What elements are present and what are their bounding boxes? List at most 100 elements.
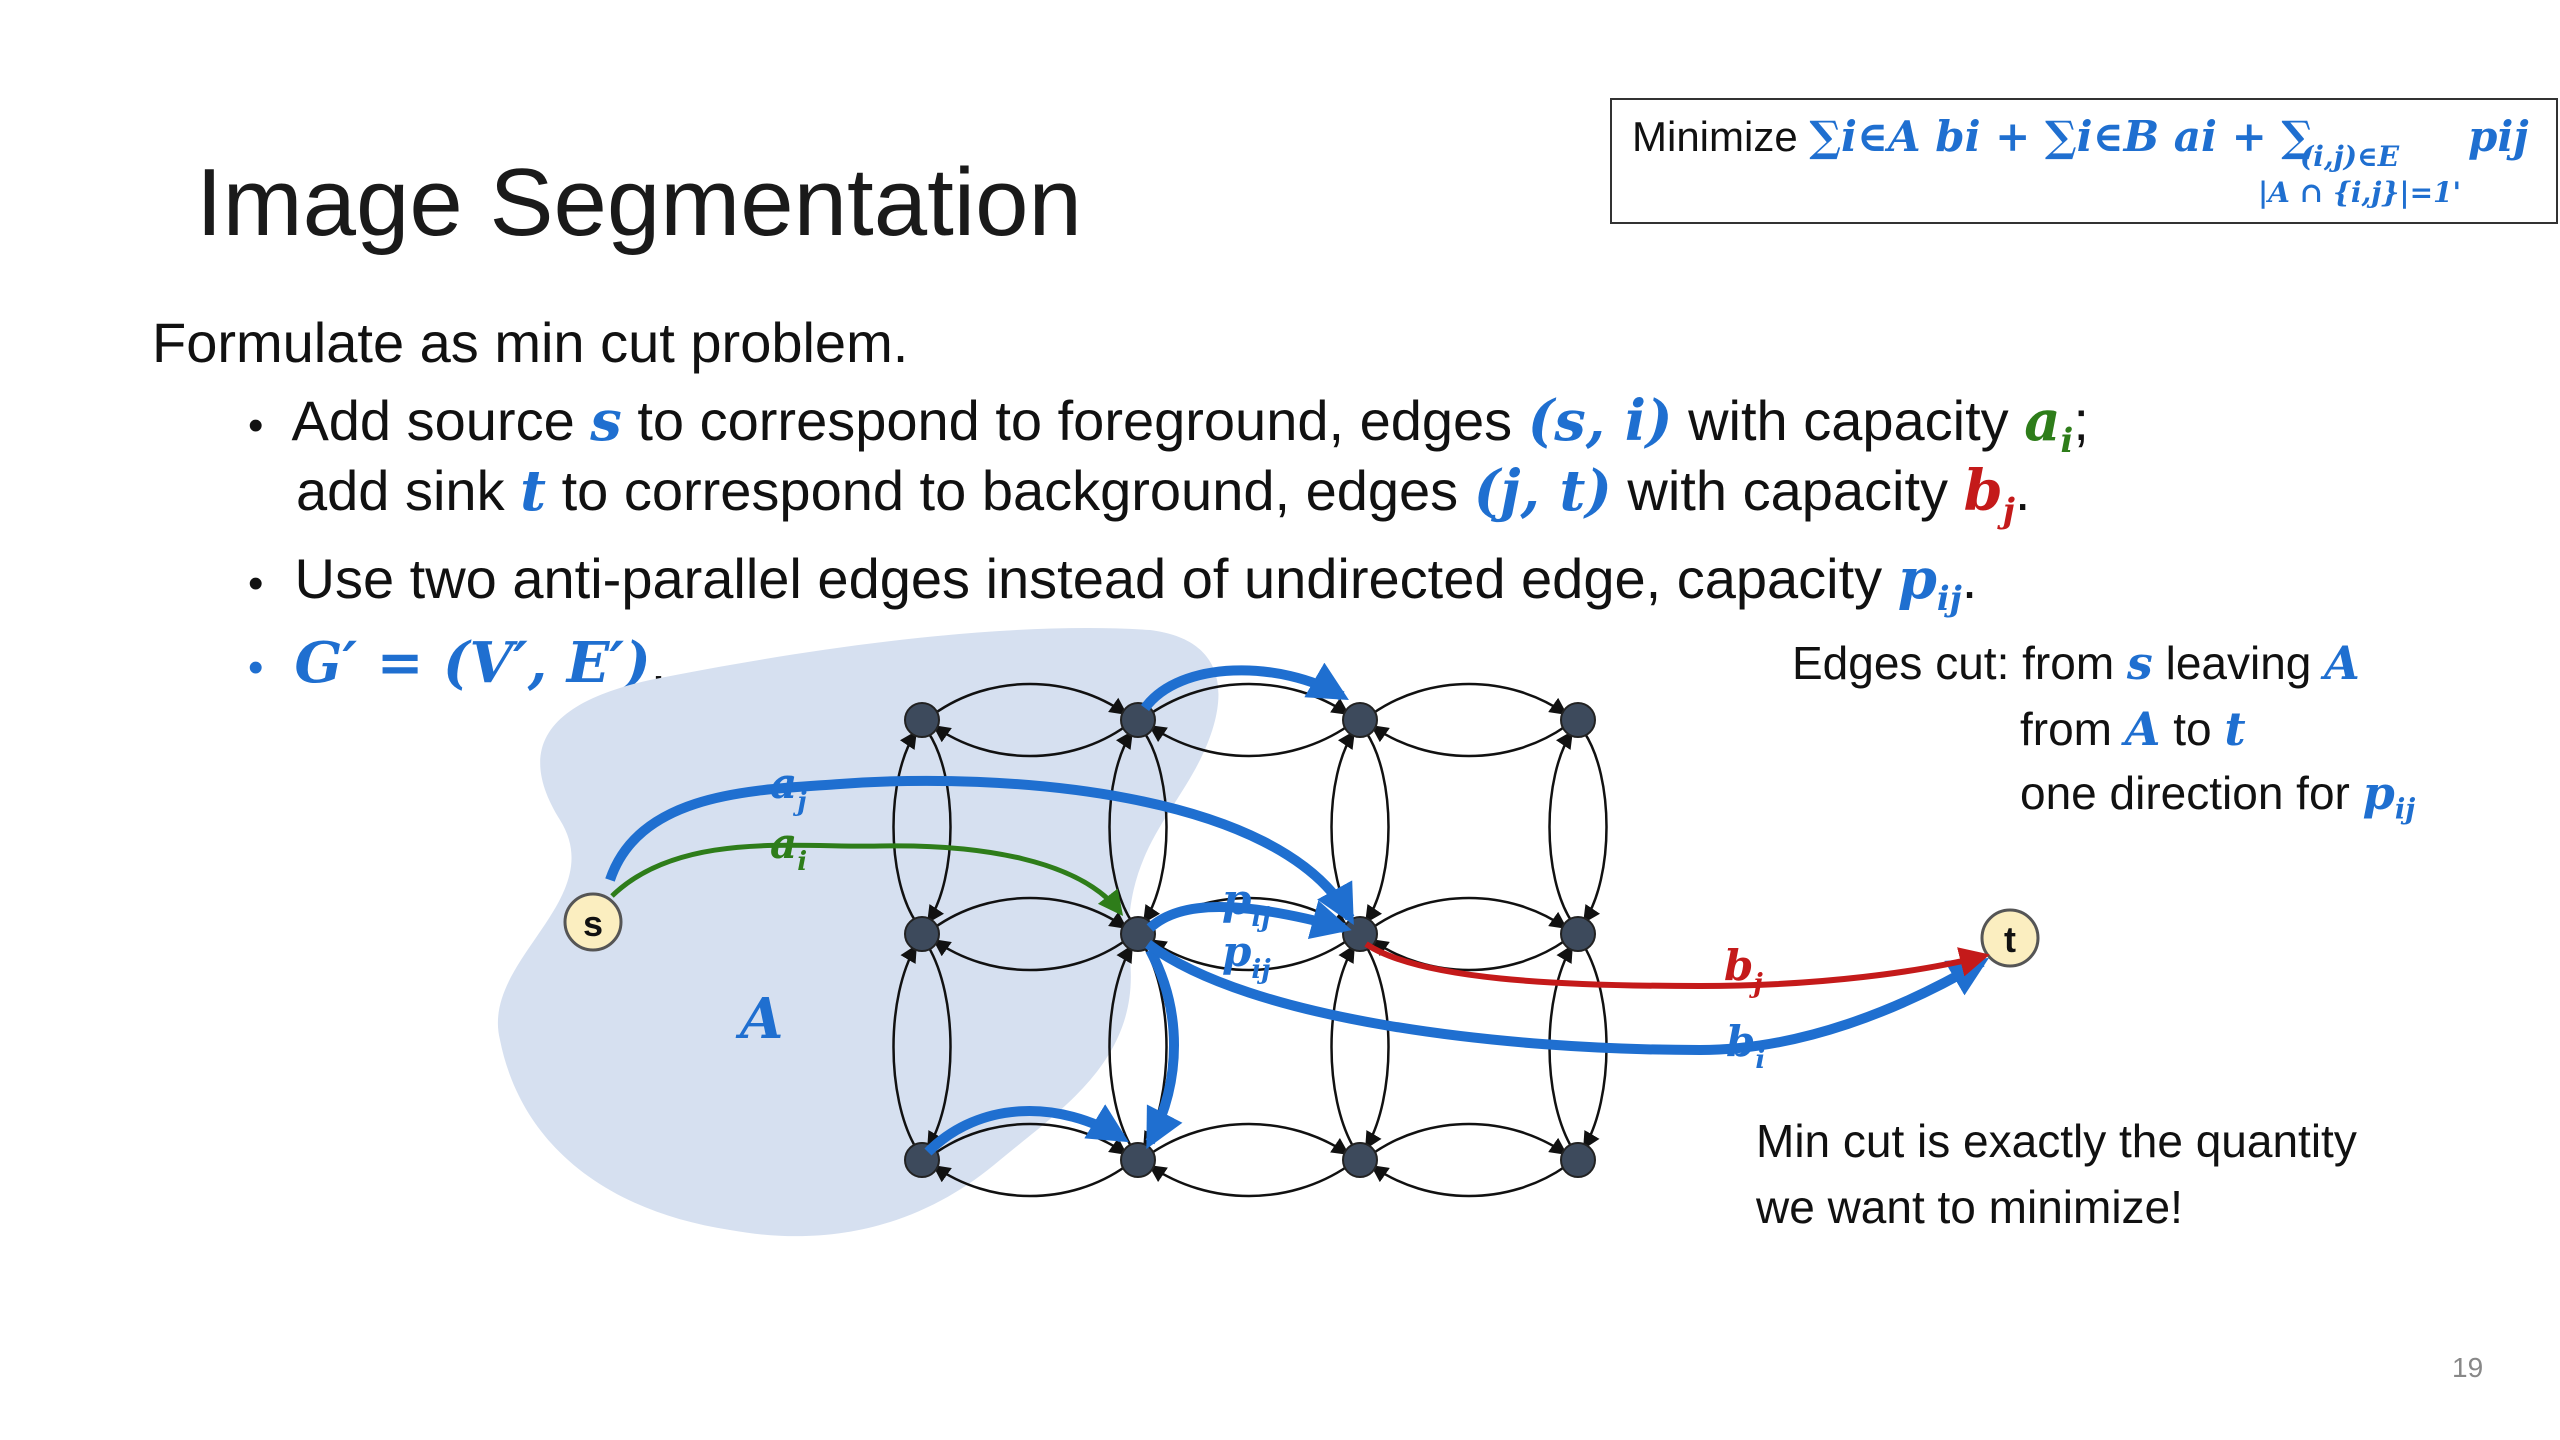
bullet-2-end: .	[1961, 547, 1978, 610]
edges-cut-leaving: leaving	[2152, 637, 2325, 689]
grid-edge-up	[892, 944, 918, 1149]
edges-cut-line-2: from A to t	[2020, 702, 2246, 756]
capacity-ai: ai	[2024, 388, 2073, 460]
pij-base: p	[1897, 546, 1937, 612]
ai-base: a	[2024, 388, 2061, 454]
edges-cut-direction: one direction for	[2020, 767, 2363, 819]
grid-edge-backward	[1370, 724, 1567, 758]
bullet-3: • G′ = (V′, E′).	[248, 630, 666, 696]
bullet-dot: •	[248, 401, 264, 450]
grid-edge-forward	[1371, 1122, 1568, 1156]
bullet-1-text-b: to correspond to foreground, edges	[621, 389, 1528, 452]
bullet-2-text: Use two anti-parallel edges instead of u…	[294, 547, 1898, 610]
bullet-1b-text-d: .	[2014, 459, 2031, 522]
edges-cut-to: to	[2160, 703, 2225, 755]
grid-edge-down	[1142, 731, 1168, 924]
bullet-1-text-d: ;	[2073, 389, 2089, 452]
edges-cut-from: from	[2020, 703, 2125, 755]
ai-sub: i	[2060, 419, 2074, 460]
bullet-1b-text-b: to correspond to background, edges	[546, 459, 1474, 522]
grid-edge-backward	[1370, 938, 1567, 972]
sink-symbol: t	[520, 458, 547, 524]
bullet-1b-text-a: add sink	[296, 459, 521, 522]
edges-cut-s: s	[2126, 636, 2153, 690]
grid-edge-backward	[1148, 938, 1349, 972]
grid-edge-backward	[1370, 1164, 1567, 1198]
label-region-A: A	[735, 986, 783, 1052]
bullet-2: • Use two anti-parallel edges instead of…	[248, 546, 1977, 618]
edges-cut-line-1: Edges cut: from s leaving A	[1792, 636, 2360, 690]
grid-nodes	[904, 702, 1596, 1178]
label-pij-1: pij	[1222, 875, 1271, 933]
objective-sum-index: (i,j)∈E	[2300, 140, 2400, 173]
label-pij-2: pij	[1222, 927, 1271, 985]
label-ai: ai	[770, 819, 807, 877]
capacity-pij: pij	[1897, 546, 1962, 618]
pixel-node	[1342, 702, 1378, 738]
source-symbol: s	[590, 388, 622, 454]
edge-pij-middle	[1146, 900, 1352, 939]
objective-expression: ∑i∈A bi + ∑i∈B ai + ∑	[1809, 112, 2314, 161]
sink-node-label: t	[2004, 919, 2016, 960]
source-node-label: s	[583, 903, 603, 944]
slide-title: Image Segmentation	[196, 149, 1082, 256]
bullet-dot: •	[248, 643, 264, 692]
grid-edge-forward	[1149, 1122, 1350, 1156]
pixel-node	[1560, 916, 1596, 952]
bullet-1-line-1: • Add source s to correspond to foregrou…	[248, 388, 2089, 460]
edge-jt-symbol: (j, t)	[1473, 458, 1612, 524]
page-number: 19	[2452, 1352, 2484, 1383]
edge-i-to-t	[1145, 939, 1989, 1056]
conclusion-line-2: we want to minimize!	[1756, 1181, 2183, 1233]
grid-edge-down	[1364, 731, 1390, 924]
edges-cut-pij-base: p	[2362, 766, 2395, 820]
edge-si-symbol: (s, i)	[1527, 388, 1673, 454]
pij-sub: ij	[1936, 577, 1962, 618]
grid-edge-backward	[932, 938, 1127, 972]
grid-edge-forward	[933, 682, 1128, 716]
bullet-1-text-c: with capacity	[1672, 389, 2025, 452]
pixel-node	[904, 916, 940, 952]
grid-edge-forward	[1149, 682, 1350, 716]
edges-cut-t: t	[2224, 702, 2246, 756]
grid-edge-backward	[1148, 724, 1349, 758]
edge-j-to-t	[1364, 941, 1990, 990]
edges-cut-pij: pij	[2362, 766, 2416, 826]
bullet-1-line-2: add sink t to correspond to background, …	[296, 458, 2030, 530]
label-bj: bj	[1724, 941, 1763, 999]
region-A	[497, 628, 1219, 1237]
grid-edge-down	[926, 945, 952, 1150]
edge-pij-bottom	[924, 1104, 1129, 1156]
grid-edge-up	[1330, 944, 1356, 1149]
grid-edge-down	[926, 731, 952, 924]
pixel-node	[1120, 1142, 1156, 1178]
objective-formula: Minimize ∑i∈A bi + ∑i∈B ai + ∑	[1632, 112, 2313, 161]
edges-cut-A: A	[2324, 636, 2360, 690]
grid-edge-forward	[1371, 682, 1568, 716]
conclusion-line-1: Min cut is exactly the quantity	[1756, 1115, 2357, 1167]
bullet-1-text-a: Add source	[291, 389, 591, 452]
pixel-node	[1560, 702, 1596, 738]
grid-edge-backward	[932, 724, 1127, 758]
edge-s-to-i	[610, 842, 1124, 916]
capacity-bj: bj	[1963, 458, 2015, 530]
bj-sub: j	[2002, 489, 2015, 530]
objective-pij: pij	[2468, 112, 2529, 161]
label-bi: bi	[1726, 1017, 1765, 1075]
source-node	[563, 892, 623, 952]
edge-pij-top	[1140, 662, 1349, 712]
grid-edge-up	[892, 730, 918, 923]
pixel-node	[1120, 916, 1156, 952]
bullet-dot: •	[248, 559, 264, 608]
bj-base: b	[1963, 458, 2003, 524]
objective-formula-box	[1610, 98, 2558, 224]
edges-cut-line-3: one direction for pij	[2020, 766, 2415, 826]
pixel-node	[1560, 1142, 1596, 1178]
edge-pij-vertical	[1145, 947, 1183, 1150]
grid-edge-backward	[932, 1164, 1127, 1198]
minimize-label: Minimize	[1632, 113, 1798, 160]
graph-definition: G′ = (V′, E′)	[294, 630, 651, 696]
pixel-node	[904, 702, 940, 738]
sink-node	[1980, 908, 2040, 968]
